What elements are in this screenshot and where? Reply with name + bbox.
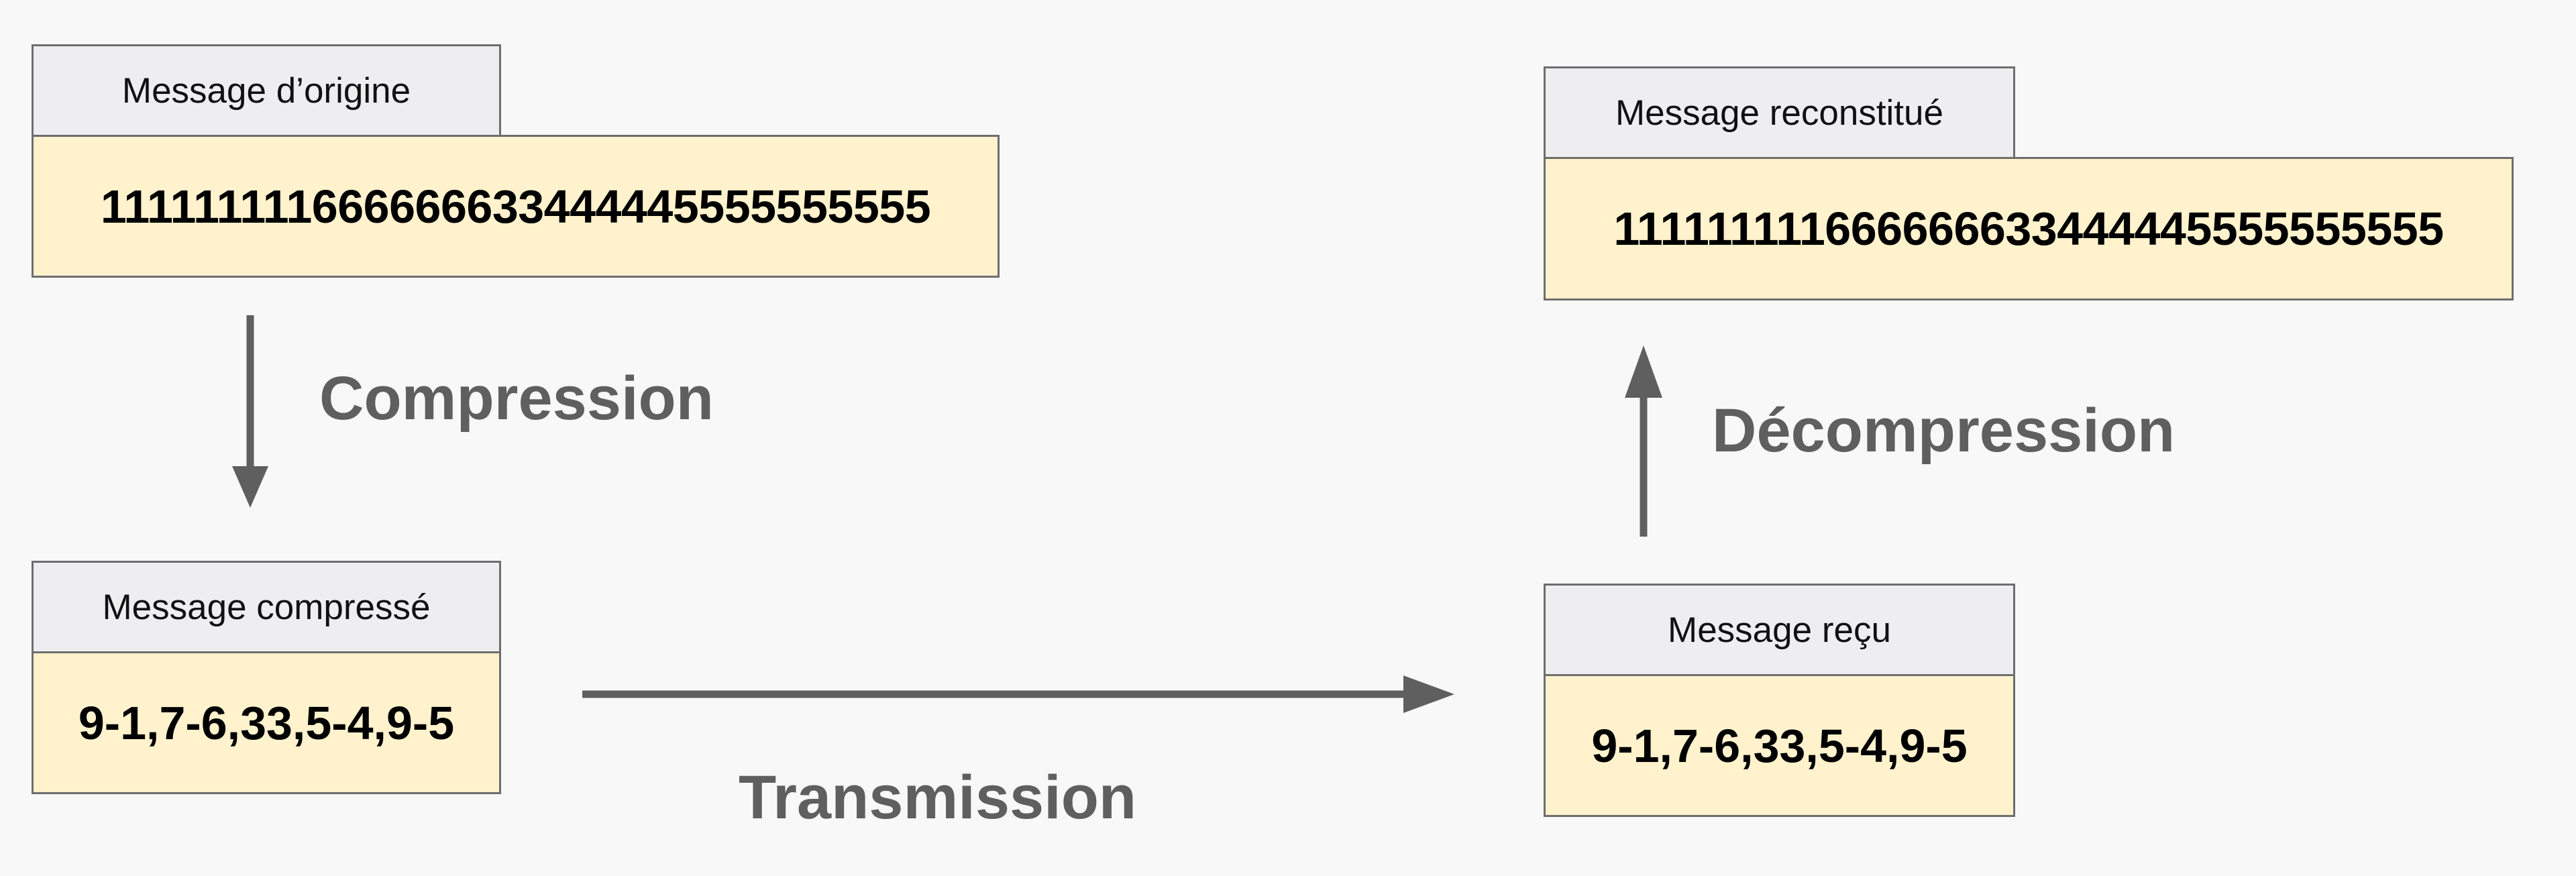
compressed-message-title: Message compressé <box>32 561 501 653</box>
received-message-title: Message reçu <box>1544 584 2015 676</box>
original-message-content: 111111111666666633444445555555555 <box>32 135 1000 278</box>
decompression-arrow <box>1625 345 1662 537</box>
reconstructed-message-content: 111111111666666633444445555555555 <box>1544 157 2514 300</box>
transmission-arrow <box>582 675 1454 713</box>
compressed-message-content: 9-1,7-6,33,5-4,9-5 <box>32 651 501 794</box>
decompression-label: Décompression <box>1712 396 2176 465</box>
transmission-label: Transmission <box>739 763 1137 832</box>
compression-arrow <box>232 315 268 508</box>
compression-label: Compression <box>319 364 714 433</box>
reconstructed-message-title: Message reconstitué <box>1544 66 2015 159</box>
received-message-content: 9-1,7-6,33,5-4,9-5 <box>1544 674 2015 817</box>
original-message-title: Message d’origine <box>32 44 501 137</box>
